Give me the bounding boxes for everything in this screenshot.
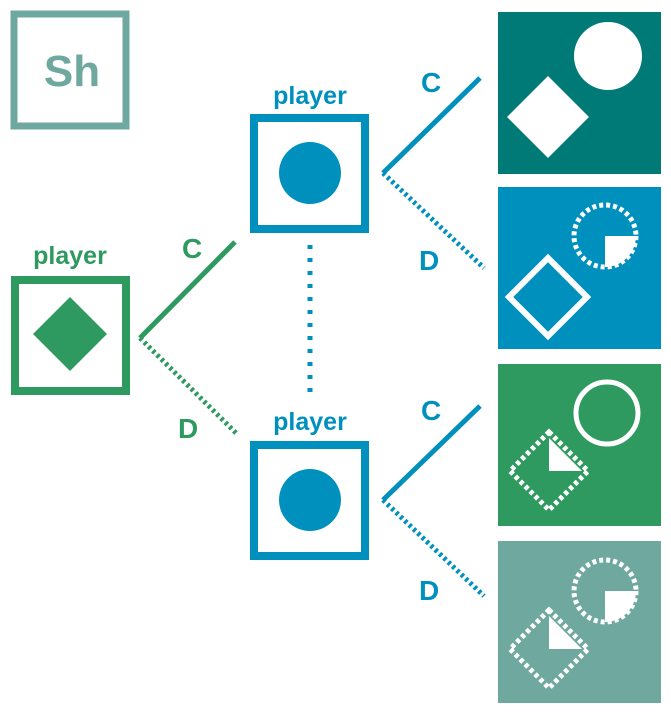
outcome-box <box>498 187 661 349</box>
outcome-box <box>498 12 661 174</box>
outcome-dd <box>498 541 661 703</box>
second-player-bottom-node: player <box>250 408 369 560</box>
logo-frame <box>10 10 130 130</box>
dotted-diamond-icon <box>506 606 592 692</box>
diamond-icon <box>507 76 589 158</box>
first-player-node: player <box>11 242 130 395</box>
corner-fill-icon <box>549 616 582 649</box>
branch-line-c <box>381 404 482 502</box>
first-player-label: player <box>33 242 107 270</box>
circle-icon <box>279 142 341 204</box>
logo-text: Sh <box>44 47 100 96</box>
outcome-box <box>498 364 661 526</box>
outcome-cd <box>498 187 661 349</box>
second-player-top-label: player <box>273 82 347 110</box>
outcome-dc <box>498 364 661 526</box>
quarter-fill-icon <box>605 591 636 622</box>
branch-label-c: C <box>421 395 441 426</box>
branch-label-c: C <box>182 233 202 264</box>
outcome-cc <box>498 12 661 174</box>
second-player-top-node: player <box>250 82 369 233</box>
branch-line-d <box>381 498 486 598</box>
branch-label-d: D <box>419 245 439 276</box>
first-player-frame <box>11 276 130 395</box>
first-player-branches: C D <box>138 233 240 444</box>
branch-label-c: C <box>421 67 441 98</box>
diamond-icon <box>33 297 107 371</box>
diamond-outline-icon <box>504 253 592 341</box>
second-player-bottom-branches: C D <box>381 395 486 606</box>
branch-line-c <box>381 76 482 175</box>
outcome-box <box>498 541 661 703</box>
second-player-top-branches: C D <box>381 67 486 276</box>
circle-icon <box>574 22 642 90</box>
circle-icon <box>279 469 341 531</box>
branch-label-d: D <box>178 413 198 444</box>
corner-fill-icon <box>549 438 582 471</box>
second-player-bottom-frame <box>250 441 369 560</box>
branch-line-d <box>381 171 486 270</box>
branch-line-d <box>138 336 240 437</box>
dotted-diamond-icon <box>506 428 592 514</box>
quarter-fill-icon <box>605 236 636 267</box>
branch-line-c <box>138 240 237 340</box>
branch-label-d: D <box>419 575 439 606</box>
logo: Sh <box>10 10 130 130</box>
second-player-top-frame <box>250 114 369 233</box>
second-player-bottom-label: player <box>273 408 347 436</box>
circle-outline-icon <box>573 379 641 447</box>
